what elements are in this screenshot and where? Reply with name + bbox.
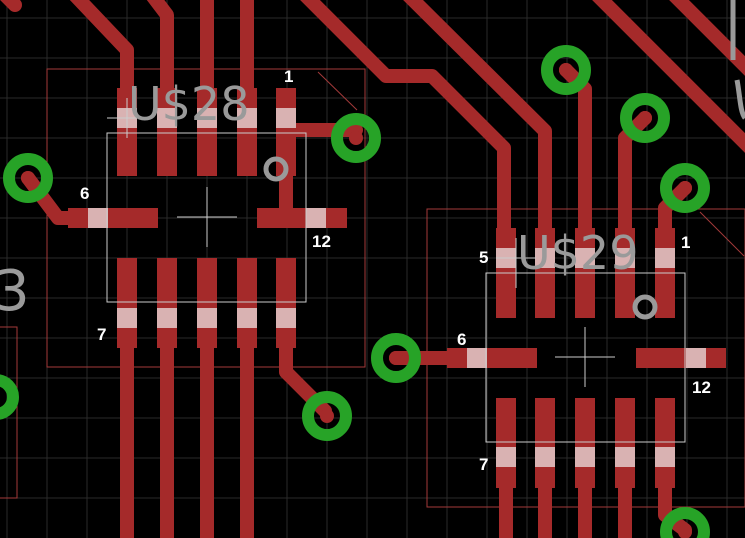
u28-pin-label-1: 1: [284, 67, 293, 86]
pad-marker: [575, 447, 595, 467]
trace: [592, 0, 745, 153]
pad-marker: [276, 308, 296, 328]
u28-pin-label-7: 7: [97, 325, 106, 344]
u29-pin1-dot: [632, 294, 658, 320]
pad[interactable]: [68, 208, 158, 228]
trace: [669, 0, 745, 76]
u28-pin-label-6: 6: [80, 184, 89, 203]
pad-marker: [615, 248, 635, 268]
trace: [146, 0, 174, 107]
edge-partial-glyph: [730, 0, 745, 120]
trace: [618, 111, 652, 257]
trace: [300, 0, 511, 257]
pad[interactable]: [636, 348, 726, 368]
u29-pin-label-5: 5: [479, 248, 488, 267]
via[interactable]: [331, 113, 381, 163]
pad-marker: [535, 447, 555, 467]
u29-pin-label-7: 7: [479, 455, 488, 474]
u29-orientation-mark: [699, 211, 745, 257]
via[interactable]: [541, 45, 591, 95]
pad-marker: [306, 208, 326, 228]
u28-pin-label-12: 12: [312, 232, 331, 251]
pad-marker: [535, 248, 555, 268]
via[interactable]: [620, 93, 670, 143]
edge-label: 3: [0, 259, 30, 324]
trace: [69, 0, 134, 107]
u28-pads: [68, 88, 347, 348]
pad[interactable]: [276, 258, 296, 348]
trace: [0, 0, 22, 12]
pad-marker: [575, 248, 595, 268]
pad-marker: [655, 248, 675, 268]
package-outlines: [106, 132, 686, 443]
pad-marker: [197, 308, 217, 328]
via[interactable]: [302, 391, 352, 441]
pad[interactable]: [157, 258, 177, 348]
origin-crosses: [107, 98, 615, 387]
trace: [403, 0, 552, 257]
pad-marker: [276, 108, 296, 128]
pad-marker: [157, 108, 177, 128]
pad[interactable]: [615, 398, 635, 488]
u28-body-outline: [106, 132, 307, 303]
u29-body-outline: [485, 272, 686, 443]
pad-marker: [117, 308, 137, 328]
u29-pin-label-6: 6: [457, 330, 466, 349]
pad-marker: [197, 108, 217, 128]
via[interactable]: [660, 163, 710, 213]
trace: [559, 63, 592, 257]
pad[interactable]: [257, 208, 347, 228]
via[interactable]: [3, 153, 53, 203]
pad-marker: [655, 447, 675, 467]
u29-pads: [447, 228, 726, 488]
pad-marker: [686, 348, 706, 368]
pad[interactable]: [197, 258, 217, 348]
via[interactable]: [371, 333, 421, 383]
u29-name-label: U$29: [517, 226, 638, 280]
pad-marker: [237, 108, 257, 128]
pad-marker: [237, 308, 257, 328]
u28-pin1-dot: [263, 156, 289, 182]
u29-pin-label-12: 12: [692, 378, 711, 397]
pad[interactable]: [237, 258, 257, 348]
pad-marker: [157, 308, 177, 328]
via[interactable]: [660, 507, 710, 538]
via[interactable]: [0, 374, 19, 420]
pad-marker: [615, 447, 635, 467]
pin1-indicators: [263, 156, 658, 320]
u29-pin-label-1: 1: [681, 233, 690, 252]
pad[interactable]: [655, 398, 675, 488]
edge-outline-left: [0, 326, 18, 499]
pad-marker: [88, 208, 108, 228]
u28-orientation-mark: [317, 71, 358, 111]
pad[interactable]: [447, 348, 537, 368]
pad[interactable]: [575, 398, 595, 488]
u28-name-label: U$28: [128, 77, 249, 131]
pad-marker: [467, 348, 487, 368]
pad[interactable]: [496, 398, 516, 488]
pad[interactable]: [535, 398, 555, 488]
vias: [0, 45, 710, 538]
pad-marker: [496, 447, 516, 467]
pad[interactable]: [117, 258, 137, 348]
